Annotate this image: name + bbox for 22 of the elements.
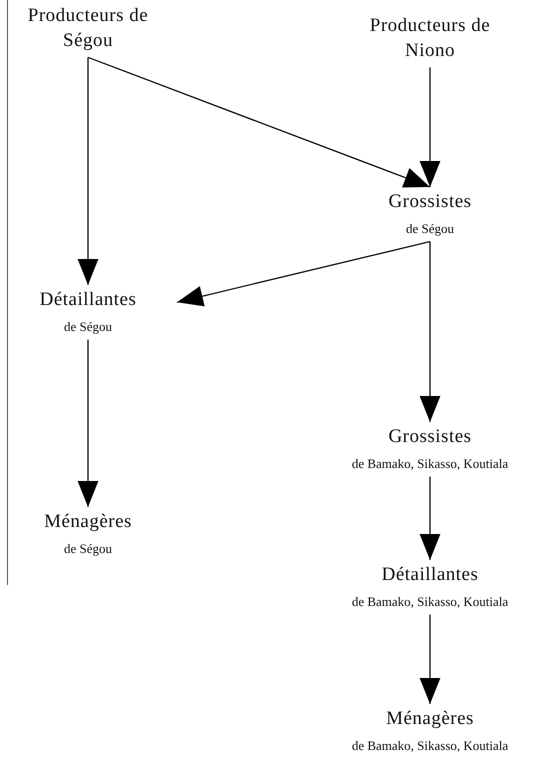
- arrow: [88, 56, 430, 188]
- arrow: [420, 242, 440, 422]
- arrow: [420, 614, 440, 704]
- node-title: Détaillantes: [382, 563, 478, 587]
- node-title: Producteurs de Niono: [368, 14, 492, 63]
- node-title: Producteurs de Ségou: [26, 4, 150, 53]
- node-title: Ménagères: [44, 510, 132, 534]
- arrow: [420, 67, 440, 187]
- arrow: [78, 57, 98, 285]
- arrow: [176, 241, 430, 306]
- node-subtitle: de Bamako, Sikasso, Koutiala: [352, 738, 508, 755]
- arrow: [78, 340, 98, 507]
- node-subtitle: de Ségou: [64, 540, 112, 558]
- node-title: Ménagères: [386, 707, 474, 731]
- node-subtitle: de Bamako, Sikasso, Koutiala: [352, 594, 508, 611]
- node-title: Grossistes: [388, 425, 472, 449]
- node-title: Grossistes: [388, 190, 472, 214]
- node-subtitle: de Ségou: [406, 220, 454, 238]
- node-title: Détaillantes: [40, 288, 136, 312]
- node-subtitle: de Bamako, Sikasso, Koutiala: [352, 456, 508, 473]
- arrow: [420, 476, 440, 560]
- node-subtitle: de Ségou: [64, 318, 112, 336]
